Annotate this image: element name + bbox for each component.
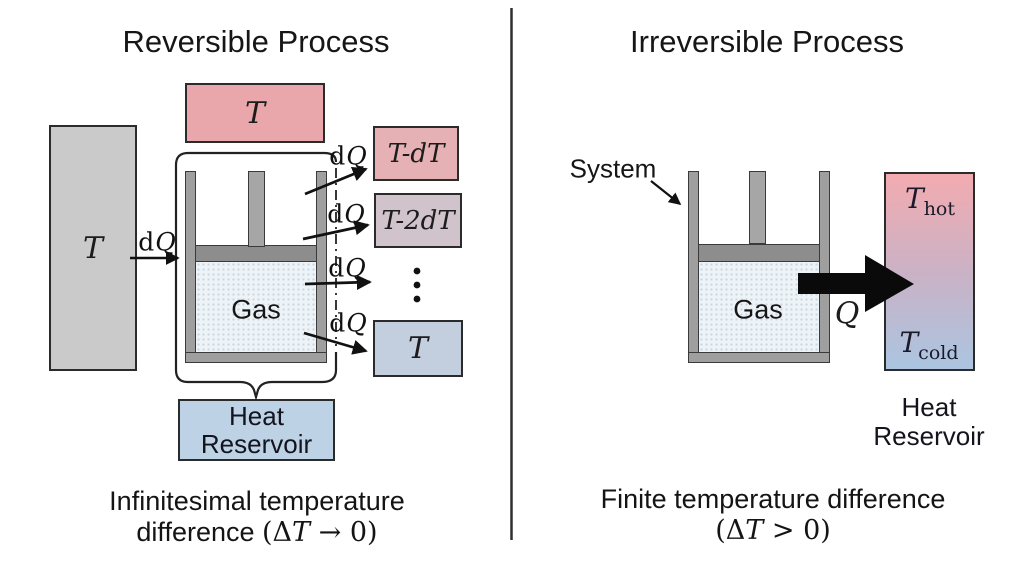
caption-right: Finite temperature difference (ΔT > 0) [601,484,946,546]
cylinder-right-wall-right [819,171,830,363]
piston-temp-box: T [185,83,325,143]
left-panel-title: Reversible Process [122,24,390,59]
cylinder-right-bottom [688,352,830,363]
t-hot-label: Thot [905,182,955,220]
heat-reservoir-box-left: Heat Reservoir [178,399,335,461]
piston-plate-right [698,244,820,262]
piston-rod-left [248,171,265,247]
caption-left-line1: Infinitesimal temperature [109,486,405,516]
dq-label-1: dQ [329,141,367,171]
dq-label-3: dQ [328,253,366,283]
gas-label-left: Gas [231,294,281,325]
final-temp-box: T [373,320,463,377]
caption-left-line2: difference (ΔT → 0) [136,517,378,548]
stage-box-t-dt-label: T-dT [387,138,445,169]
final-temp-label: T [407,331,428,366]
t-cold-label: Tcold [899,326,959,364]
dq-arrow-1 [304,167,368,196]
caption-right-line1: Finite temperature difference [600,484,946,514]
heat-reservoir-text-right: Heat Reservoir [873,392,985,451]
piston-plate-left [195,245,317,262]
stage-box-t-2dt: T-2dT [374,193,462,248]
stage-box-t-dt: T-dT [373,126,459,181]
source-reservoir-label: T [82,230,103,266]
gas-label-right: Gas [733,294,783,325]
cylinder-left-wall-left [185,171,196,363]
dq-label-4: dQ [329,308,367,338]
caption-left: Infinitesimal temperature difference (ΔT… [109,486,405,548]
stage-box-t-2dt-label: T-2dT [381,205,455,236]
cylinder-left-bottom [185,352,327,363]
piston-rod-right [749,171,766,244]
q-label: Q [834,296,860,332]
ellipsis-dots [413,267,421,303]
heat-reservoir-text-left: Heat Reservoir [200,401,313,459]
piston-temp-label: T [244,95,265,131]
system-label: System [569,153,657,184]
cylinder-right-wall-left [688,171,699,363]
dq-label-2: dQ [327,199,365,229]
dq-label-feed: dQ [138,227,176,257]
source-reservoir-box: T [49,125,137,371]
cylinder-left-wall-right [316,171,327,363]
right-panel-title: Irreversible Process [630,24,904,59]
caption-right-line2: (ΔT > 0) [715,515,831,546]
